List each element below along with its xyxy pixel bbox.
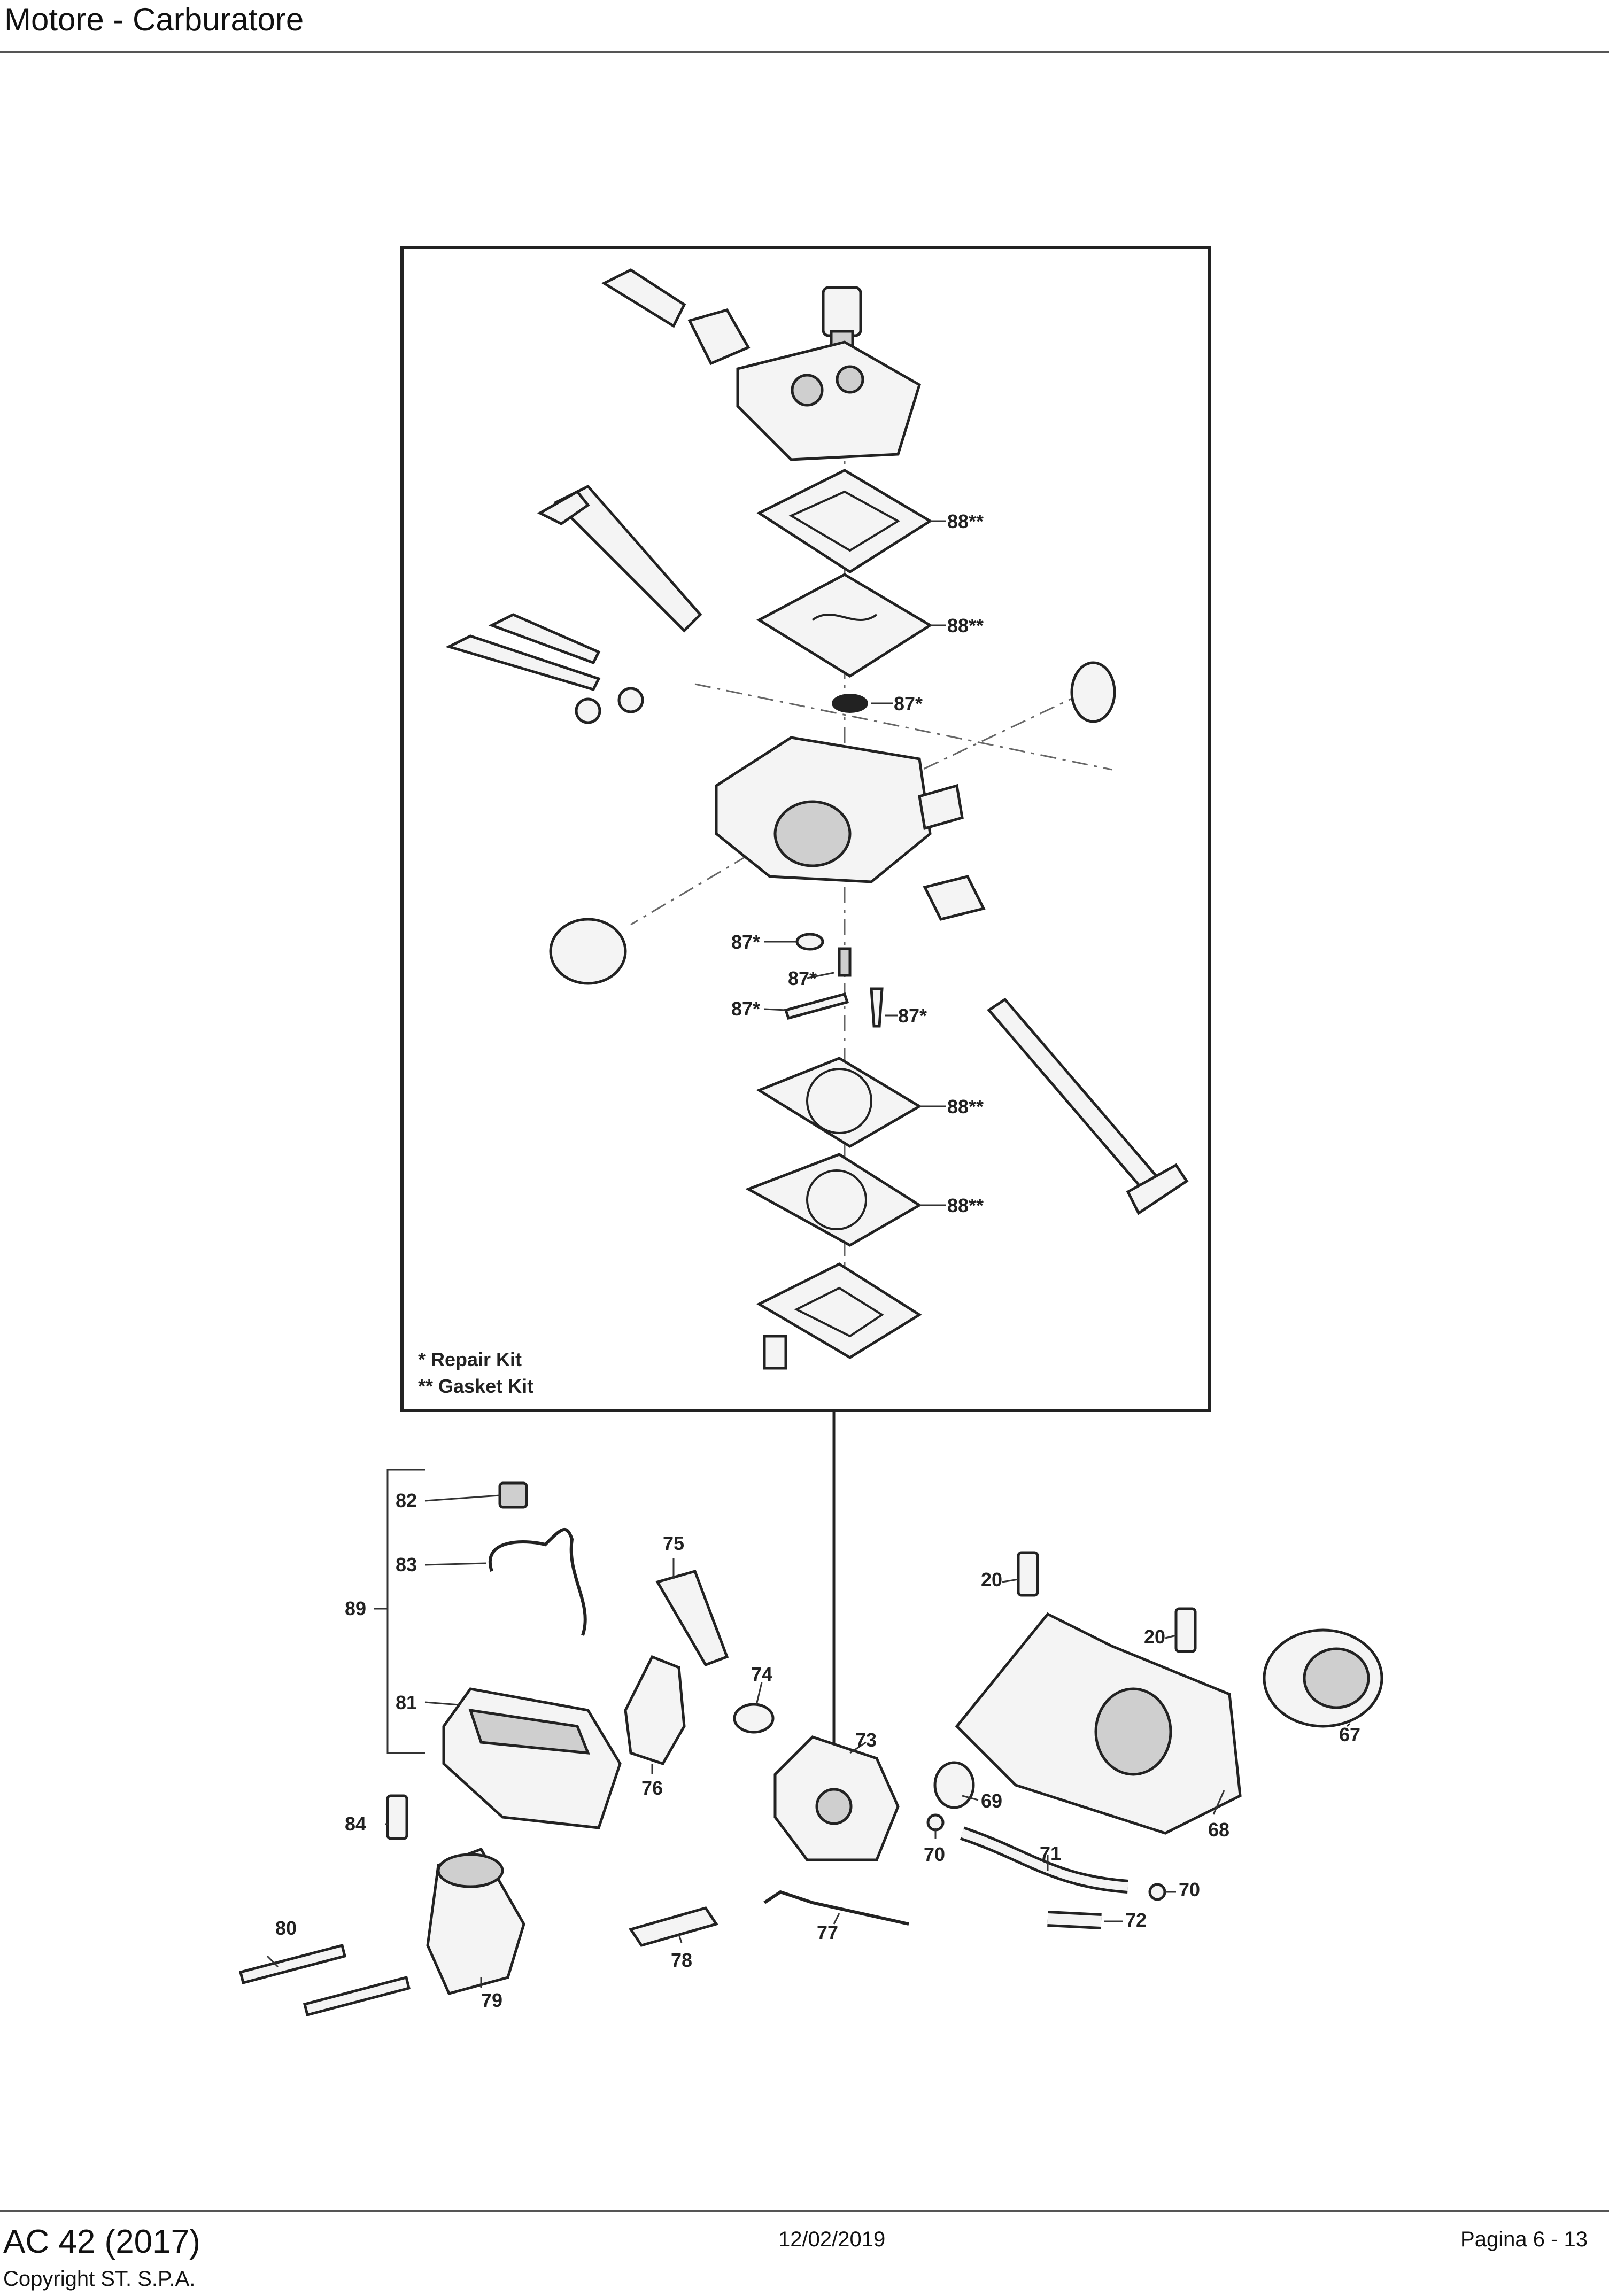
header-divider <box>0 51 1609 53</box>
bottom-cover-plate <box>756 1262 922 1359</box>
callout-67: 67 <box>1339 1724 1360 1746</box>
part-67-intake-flange <box>1263 1628 1383 1728</box>
part-68-carb-box <box>955 1612 1242 1835</box>
choke-shaft-part <box>537 484 702 633</box>
callout-75: 75 <box>663 1532 684 1554</box>
part-20-screws <box>1017 1551 1197 1653</box>
part-81-air-housing <box>442 1687 622 1829</box>
callout-76: 76 <box>641 1777 663 1799</box>
callout-77: 77 <box>817 1921 838 1943</box>
callout-69: 69 <box>981 1790 1002 1812</box>
callout-88-fourth: 88** <box>947 1194 984 1216</box>
inlet-needle-part <box>870 987 884 1028</box>
legend-repair-kit: * Repair Kit <box>418 1348 522 1370</box>
carburetor-body-part <box>715 736 964 883</box>
upper-gasket-1 <box>756 469 933 573</box>
choke-plate-disc <box>1070 661 1116 723</box>
callout-87-diaphragm: 87* <box>894 693 923 715</box>
inlet-screen-disk <box>795 933 824 951</box>
bottom-screw-part <box>763 1335 787 1370</box>
part-80-bolts <box>238 1943 411 2017</box>
part-82-nut <box>498 1481 528 1509</box>
carburetor-detail-frame <box>400 246 1211 1412</box>
callout-88-top: 88** <box>947 510 984 532</box>
part-75-stud <box>655 1569 729 1667</box>
callout-87-needle: 87* <box>898 1005 927 1027</box>
footer-copyright: Copyright ST. S.P.A. <box>3 2267 196 2291</box>
callout-20-right: 20 <box>1144 1626 1165 1648</box>
legend-gasket-kit: ** Gasket Kit <box>418 1375 533 1397</box>
callout-74: 74 <box>751 1663 772 1685</box>
lower-gasket-2 <box>745 1153 922 1247</box>
callout-80: 80 <box>275 1917 297 1939</box>
part-74-grommet <box>733 1703 775 1734</box>
adjusting-screw-part <box>601 268 751 366</box>
callout-82: 82 <box>396 1490 417 1511</box>
callout-70-left: 70 <box>924 1843 945 1865</box>
part-70-clip-right <box>1148 1883 1166 1901</box>
footer-divider <box>0 2210 1609 2212</box>
part-84-screw <box>386 1794 408 1840</box>
inlet-needle-spring <box>838 947 852 977</box>
part-79-intake-boot <box>426 1847 525 1995</box>
part-73-carburetor <box>773 1735 900 1861</box>
part-77-throttle-rod <box>763 1890 909 1926</box>
part-69-ring <box>933 1761 975 1809</box>
diaphragm-disk <box>832 694 868 713</box>
callout-73: 73 <box>855 1729 877 1751</box>
callout-89: 89 <box>345 1597 366 1619</box>
callout-87-lever: 87* <box>731 998 760 1020</box>
callout-78: 78 <box>671 1949 692 1971</box>
page-title: Motore - Carburatore <box>4 2 304 37</box>
part-83-spring-clip <box>489 1527 587 1636</box>
callout-71: 71 <box>1040 1842 1061 1864</box>
callout-68: 68 <box>1208 1819 1229 1841</box>
throttle-plate-disc <box>549 918 627 985</box>
throttle-shaft-part <box>987 997 1189 1215</box>
callout-88-third: 88** <box>947 1096 984 1118</box>
callout-87-spring: 87* <box>788 967 817 989</box>
footer-model: AC 42 (2017) <box>3 2223 200 2260</box>
lever-clip-part <box>923 875 986 921</box>
callout-84: 84 <box>345 1813 366 1835</box>
part-70-clip-left <box>926 1813 945 1832</box>
part-78-filter-foam <box>629 1906 718 1947</box>
callout-81: 81 <box>396 1692 417 1713</box>
kit-89-bracket <box>374 1469 425 1754</box>
lower-gasket-1 <box>756 1057 922 1148</box>
callout-72: 72 <box>1125 1909 1147 1931</box>
footer-date: 12/02/2019 <box>778 2228 886 2251</box>
callout-83: 83 <box>396 1554 417 1576</box>
callout-88-second: 88** <box>947 615 984 637</box>
upper-gasket-2 <box>756 573 933 678</box>
pump-cover-part <box>736 340 921 461</box>
callout-79: 79 <box>481 1989 502 2011</box>
callout-87-screen: 87* <box>731 931 760 953</box>
part-76-elbow <box>624 1655 686 1766</box>
callout-20-left: 20 <box>981 1569 1002 1591</box>
mixture-needle-screws <box>445 613 644 724</box>
inlet-lever-part <box>784 992 849 1020</box>
part-72-hose <box>1047 1911 1102 1929</box>
callout-70-right: 70 <box>1179 1879 1200 1901</box>
footer-page-number: Pagina 6 - 13 <box>1460 2228 1588 2251</box>
part-71-fuel-hose <box>960 1826 1128 1894</box>
